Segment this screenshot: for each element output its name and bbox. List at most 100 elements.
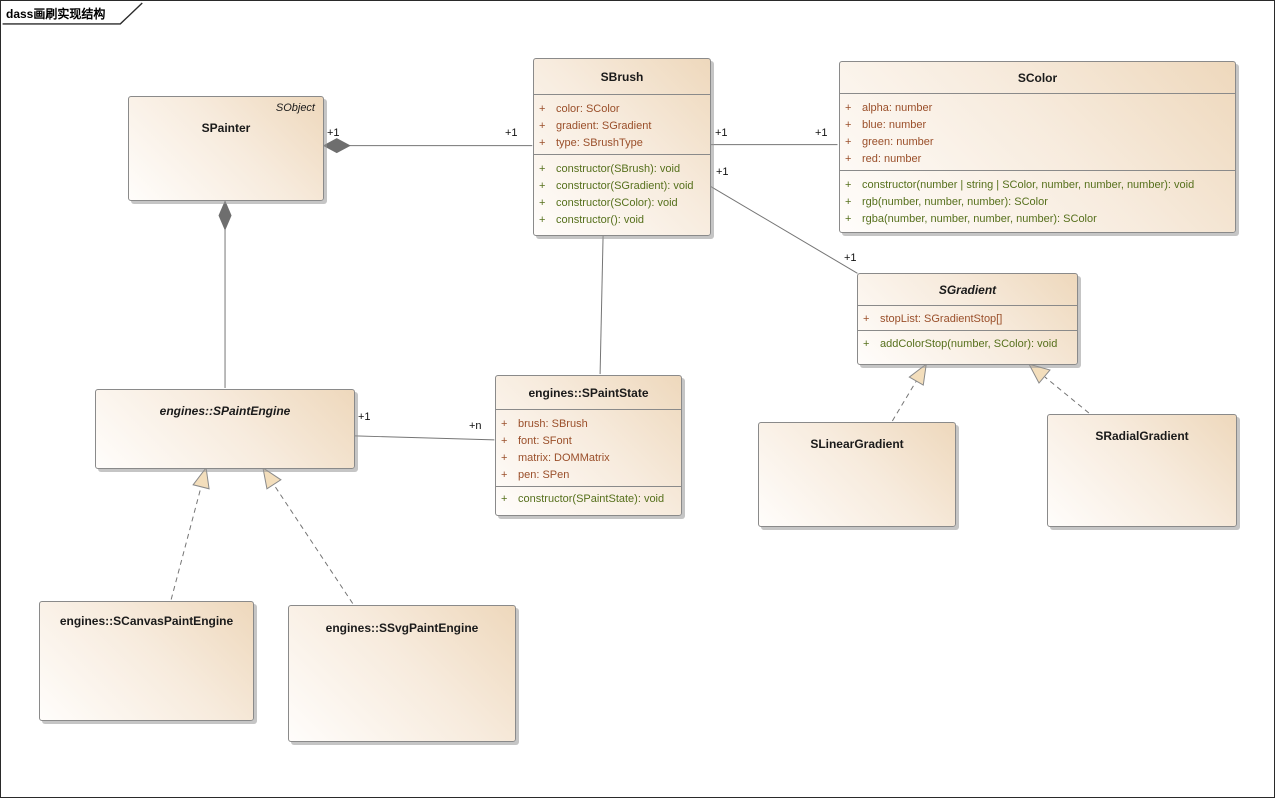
attribute-text: type: SBrushType <box>556 136 643 149</box>
attributes-compartment: + brush: SBrush + font: SFont +matrix: DOM… <box>496 410 681 487</box>
class-ssvgpaintengine[interactable]: engines::SSvgPaintEngine <box>288 605 516 742</box>
method-row: + addColorStop(number, SColor): void <box>858 335 1077 352</box>
visibility-symbol: + <box>501 417 508 430</box>
multiplicity-label: +1 <box>715 127 728 139</box>
attribute-row: + green: number <box>840 133 1235 150</box>
class-title: SLinearGradient <box>810 437 904 451</box>
attributes-compartment: + color: SColor +gradient: SGradient + typ… <box>534 95 710 155</box>
generalization-slinear-sgradient <box>891 380 917 422</box>
visibility-symbol: + <box>845 178 852 191</box>
method-text: constructor(SColor): void <box>556 196 678 209</box>
attribute-text: stopList: SGradientStop[] <box>880 312 1003 325</box>
attribute-row: +alpha: number <box>840 99 1235 116</box>
class-sradialgradient[interactable]: SRadialGradient <box>1047 414 1237 527</box>
connector-sbrush-sgradient <box>710 186 858 274</box>
multiplicity-label: +1 <box>844 252 857 264</box>
class-spaintengine[interactable]: engines::SPaintEngine <box>95 389 355 469</box>
visibility-symbol: + <box>539 102 546 115</box>
methods-compartment: +constructor(SBrush): void +constructor(… <box>534 155 710 231</box>
method-text: addColorStop(number, SColor): void <box>880 337 1058 350</box>
multiplicity-label: +1 <box>815 127 828 139</box>
methods-compartment: +constructor(SPaintState): void <box>496 487 681 510</box>
class-title: engines::SPaintState <box>496 376 681 410</box>
method-text: constructor(number | string | SColor, nu… <box>862 178 1195 191</box>
class-title: SColor <box>840 62 1235 94</box>
attribute-text: green: number <box>862 135 934 148</box>
frame-tab-outline <box>2 2 143 25</box>
attribute-text: red: number <box>862 152 922 165</box>
visibility-symbol: + <box>845 212 852 225</box>
visibility-symbol: + <box>539 213 546 226</box>
visibility-symbol: + <box>539 179 546 192</box>
attributes-compartment: +alpha: number +blue: number +green: num… <box>840 94 1235 171</box>
attribute-row: +gradient: SGradient <box>534 117 710 134</box>
method-row: + constructor(SColor): void <box>534 194 710 211</box>
attribute-text: brush: SBrush <box>518 417 588 430</box>
attribute-text: pen: SPen <box>518 468 570 481</box>
attribute-text: font: SFont <box>518 434 572 447</box>
attribute-text: alpha: number <box>862 101 933 114</box>
generalization-scanvas-spaintengine <box>170 486 202 600</box>
generalization-ssvg-spaintengine <box>273 484 354 604</box>
attribute-row: + brush: SBrush <box>496 415 681 432</box>
connector-spaintengine-spaintstate <box>354 435 495 441</box>
attribute-row: + type: SBrushType <box>534 134 710 151</box>
visibility-symbol: + <box>539 136 546 149</box>
class-slineargradient[interactable]: SLinearGradient <box>758 422 956 527</box>
generalization-arrowhead-sradial-icon <box>1028 363 1051 384</box>
attribute-row: + font: SFont <box>496 432 681 449</box>
method-row: +constructor(SBrush): void <box>534 160 710 177</box>
attribute-text: color: SColor <box>556 102 620 115</box>
attribute-row: +matrix: DOMMatrix <box>496 449 681 466</box>
class-scolor[interactable]: SColor +alpha: number +blue: number +gre… <box>839 61 1236 233</box>
method-text: constructor(SGradient): void <box>556 179 694 192</box>
method-row: + constructor(SGradient): void <box>534 177 710 194</box>
diagram-tab-title: dass画刷实现结构 <box>6 7 106 21</box>
attributes-compartment: +stopList: SGradientStop[] <box>858 306 1077 331</box>
class-sgradient[interactable]: SGradient +stopList: SGradientStop[] + ad… <box>857 273 1078 365</box>
attribute-text: gradient: SGradient <box>556 119 652 132</box>
methods-compartment: + addColorStop(number, SColor): void <box>858 331 1077 355</box>
method-row: +constructor(SPaintState): void <box>496 490 681 507</box>
visibility-symbol: + <box>845 195 852 208</box>
class-title: SRadialGradient <box>1095 429 1189 443</box>
method-row: + rgb(number, number, number): SColor <box>840 193 1235 210</box>
visibility-symbol: + <box>845 135 852 148</box>
method-text: constructor(): void <box>556 213 645 226</box>
method-text: constructor(SBrush): void <box>556 162 681 175</box>
visibility-symbol: + <box>863 337 870 350</box>
method-text: constructor(SPaintState): void <box>518 492 665 505</box>
generalization-arrowhead-ssvg-icon <box>262 466 282 490</box>
attribute-text: matrix: DOMMatrix <box>518 451 610 464</box>
class-scanvaspaintengine[interactable]: engines::SCanvasPaintEngine <box>39 601 254 721</box>
generalization-arrowhead-slinear-icon <box>908 362 927 386</box>
methods-compartment: + constructor(number | string | SColor, n… <box>840 171 1235 230</box>
visibility-symbol: + <box>539 196 546 209</box>
generalization-arrowhead-scanvas-icon <box>192 466 210 490</box>
composition-diamond-spainter-sbrush-icon <box>322 138 351 154</box>
spainter-parent-label: SObject <box>275 102 315 114</box>
attribute-row: + color: SColor <box>534 100 710 117</box>
multiplicity-label: +1 <box>358 411 371 423</box>
method-text: rgba(number, number, number, number): SC… <box>862 212 1097 225</box>
multiplicity-label: +n <box>469 420 482 432</box>
class-title: SGradient <box>858 274 1077 306</box>
attribute-text: blue: number <box>862 118 927 131</box>
class-spaintstate[interactable]: engines::SPaintState +brush: SBrush +fon… <box>495 375 682 516</box>
attribute-row: + red: number <box>840 150 1235 167</box>
visibility-symbol: + <box>501 434 508 447</box>
class-title: engines::SCanvasPaintEngine <box>59 614 234 628</box>
visibility-symbol: + <box>845 152 852 165</box>
attribute-row: +pen: SPen <box>496 466 681 483</box>
attribute-row: +stopList: SGradientStop[] <box>858 310 1077 327</box>
class-sbrush[interactable]: SBrush +color: SColor +gradient: SGradie… <box>533 58 711 236</box>
method-row: + rgba(number, number, number, number): S… <box>840 210 1235 227</box>
attribute-row: +blue: number <box>840 116 1235 133</box>
class-title: engines::SPaintEngine <box>159 404 291 418</box>
class-spainter[interactable]: SObject SPainter <box>128 96 324 201</box>
multiplicity-label: +1 <box>505 127 518 139</box>
method-text: rgb(number, number, number): SColor <box>862 195 1048 208</box>
method-row: + constructor(): void <box>534 211 710 228</box>
